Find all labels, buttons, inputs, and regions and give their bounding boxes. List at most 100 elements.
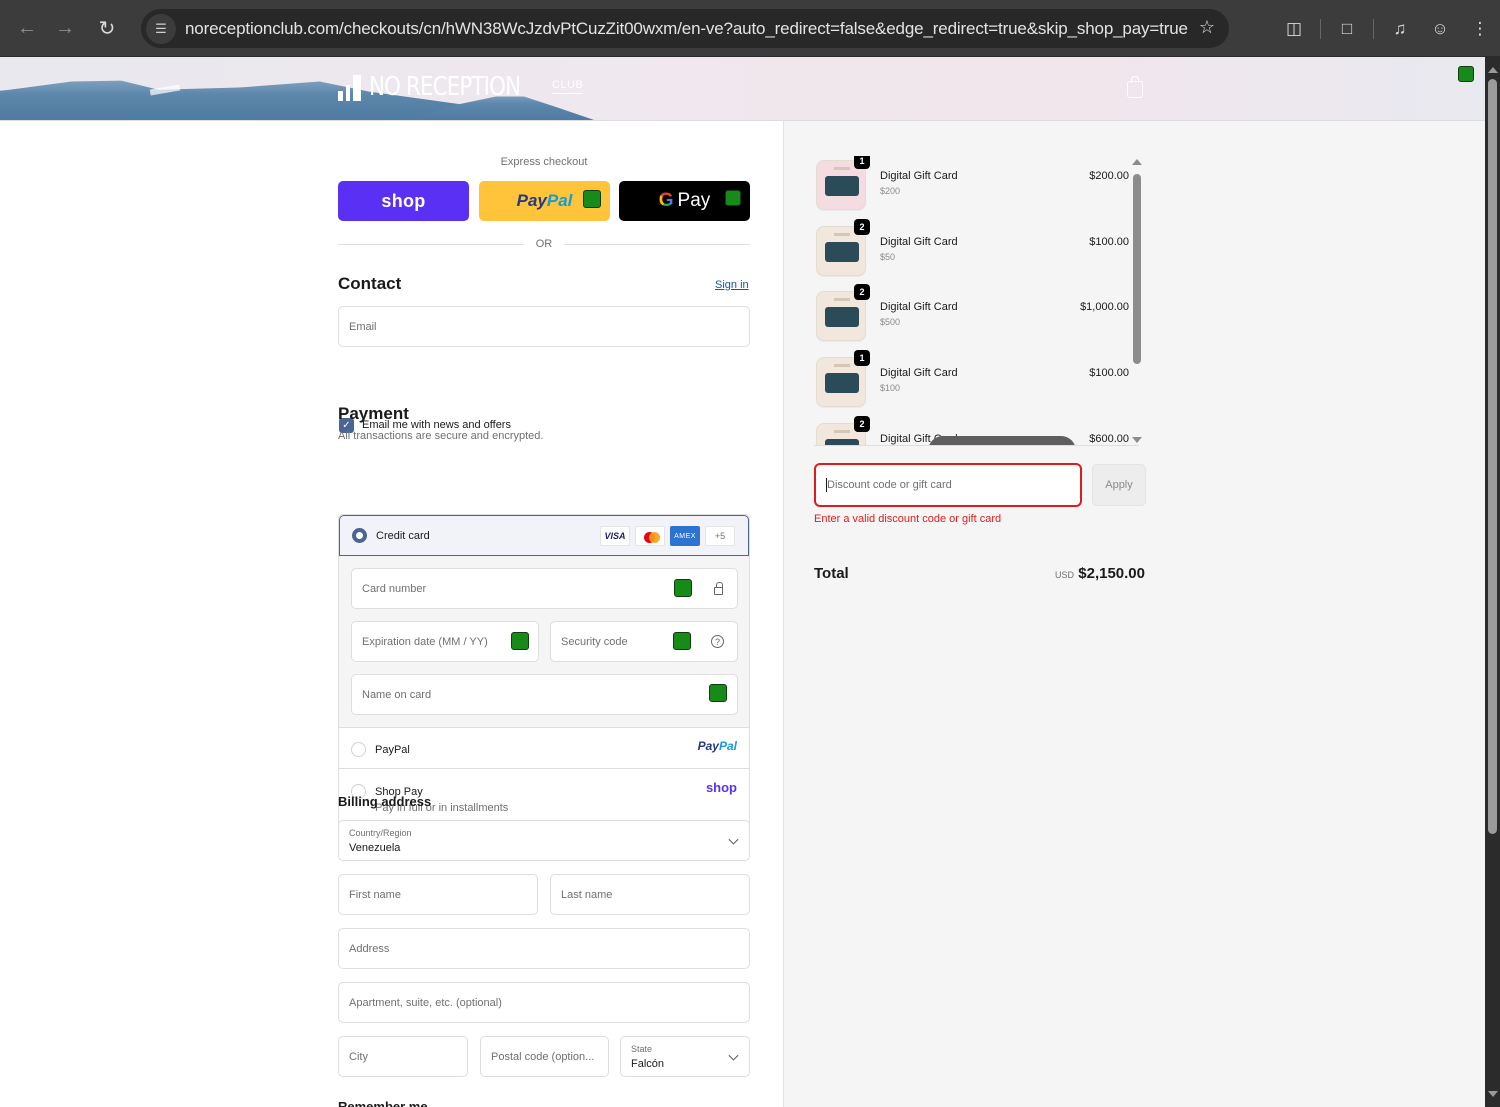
line-item: 1 Digital Gift Card $200 $200.00 xyxy=(814,156,1129,216)
shop-logo: shop xyxy=(705,780,737,795)
payment-subtitle: All transactions are secure and encrypte… xyxy=(338,430,544,442)
sign-in-link[interactable]: Sign in xyxy=(715,279,749,291)
page-scrollbar[interactable] xyxy=(1485,57,1500,1107)
payment-option-paypal[interactable]: PayPal PayPal xyxy=(339,728,749,769)
paypal-logo: PayPal xyxy=(697,739,737,753)
marker-square xyxy=(674,579,692,597)
scroll-thumb[interactable] xyxy=(1133,174,1141,364)
more-brands-badge: +5 xyxy=(705,526,735,546)
name-on-card-field[interactable]: Name on card xyxy=(351,674,738,715)
paypal-radio[interactable] xyxy=(351,742,366,757)
expiry-date-field[interactable]: Expiration date (MM / YY) xyxy=(351,621,539,662)
shop-pay-sub: Pay in full or in installments xyxy=(375,802,509,814)
state-select[interactable]: State Falcón xyxy=(620,1036,750,1077)
city-field[interactable]: City xyxy=(338,1036,468,1077)
shop-logo: shop xyxy=(381,190,426,211)
scroll-for-more-button[interactable]: Scroll for more items ↓ xyxy=(928,436,1076,446)
line-item: 2 Digital Gift Card $500 $1,000.00 xyxy=(814,284,1129,347)
profile-icon[interactable]: ☺ xyxy=(1431,18,1449,38)
forward-arrow-icon[interactable]: → xyxy=(55,16,75,39)
item-price: $100.00 xyxy=(1089,236,1129,248)
site-info-icon[interactable]: ☰ xyxy=(146,13,176,44)
scroll-thumb[interactable] xyxy=(1488,79,1497,834)
last-name-field[interactable]: Last name xyxy=(550,874,750,915)
shopping-bag-icon[interactable] xyxy=(1127,76,1143,98)
extensions-icon[interactable]: ◫ xyxy=(1285,18,1303,38)
product-thumbnail xyxy=(816,226,866,276)
bookmark-star-icon[interactable]: ☆ xyxy=(1198,17,1215,37)
quantity-badge: 2 xyxy=(854,416,870,432)
shop-pay-button[interactable]: shop xyxy=(338,181,469,221)
credit-card-label: Credit card xyxy=(376,530,430,542)
item-price: $1,000.00 xyxy=(1080,301,1129,313)
postal-code-field[interactable]: Postal code (option... xyxy=(480,1036,609,1077)
item-name: Digital Gift Card xyxy=(880,236,958,248)
quantity-badge: 2 xyxy=(854,219,870,235)
store-logo[interactable]: NO RECEPTION CLUB xyxy=(338,72,584,102)
items-scrollbar[interactable] xyxy=(1132,159,1142,443)
payment-option-shop-pay[interactable]: Shop Pay Pay in full or in installments … xyxy=(339,770,749,828)
currency-code: USD xyxy=(1055,570,1075,580)
apply-discount-button[interactable]: Apply xyxy=(1092,464,1146,506)
tab-search-icon[interactable]: □ xyxy=(1341,18,1353,38)
back-arrow-icon[interactable]: ← xyxy=(17,16,37,39)
google-pay-button[interactable]: G Pay xyxy=(619,181,750,221)
shop-pay-radio[interactable] xyxy=(351,784,366,799)
remember-me-heading: Remember me xyxy=(338,1099,428,1107)
product-thumbnail xyxy=(816,357,866,407)
url-text[interactable]: noreceptionclub.com/checkouts/cn/hWN38Wc… xyxy=(185,18,1188,38)
order-summary: 1 Digital Gift Card $200 $200.00 2 Digit… xyxy=(783,121,1485,1107)
payment-option-credit-card[interactable]: Credit card VISA AMEX +5 xyxy=(339,515,749,556)
marker-square xyxy=(583,190,601,208)
newsletter-checkbox[interactable]: ✓ xyxy=(339,418,354,433)
marker-square xyxy=(511,632,529,650)
or-divider: OR xyxy=(338,237,750,251)
product-thumbnail xyxy=(816,423,866,445)
discount-error-message: Enter a valid discount code or gift card xyxy=(814,513,1002,525)
help-circle-icon[interactable]: ? xyxy=(711,635,724,648)
marker-square xyxy=(673,632,691,650)
payment-methods: Credit card VISA AMEX +5 Card number Exp… xyxy=(338,514,750,829)
item-variant: $100 xyxy=(880,383,901,393)
reload-icon[interactable]: ↻ xyxy=(98,17,116,40)
scroll-up-arrow-icon[interactable] xyxy=(1488,67,1498,73)
arrow-down-icon: ↓ xyxy=(1054,445,1060,446)
browser-toolbar: ← → ↻ ☰ noreceptionclub.com/checkouts/cn… xyxy=(0,0,1500,57)
paypal-button[interactable]: PayPal xyxy=(479,181,610,221)
scroll-up-arrow-icon[interactable] xyxy=(1132,159,1142,165)
contact-heading: Contact xyxy=(338,274,402,293)
media-controls-icon[interactable]: ♫ xyxy=(1393,18,1407,38)
email-field[interactable]: Email xyxy=(338,306,750,347)
credit-card-fields: Card number Expiration date (MM / YY) Se… xyxy=(339,556,749,728)
item-price: $600.00 xyxy=(1089,433,1129,445)
first-name-field[interactable]: First name xyxy=(338,874,538,915)
line-items-list[interactable]: 1 Digital Gift Card $200 $200.00 2 Digit… xyxy=(814,156,1139,446)
scroll-down-arrow-icon[interactable] xyxy=(1488,1091,1498,1097)
security-code-field[interactable]: Security code ? xyxy=(550,621,738,662)
address-field[interactable]: Address xyxy=(338,928,750,969)
item-price: $200.00 xyxy=(1089,170,1129,182)
item-variant: $500 xyxy=(880,317,901,327)
toolbar-divider xyxy=(1320,18,1321,39)
gpay-label: Pay xyxy=(677,190,711,211)
item-name: Digital Gift Card xyxy=(880,170,958,182)
line-item: 2 Digital Gift Card $50 $100.00 xyxy=(814,219,1129,282)
menu-kebab-icon[interactable]: ⋮ xyxy=(1471,18,1489,38)
credit-card-radio[interactable] xyxy=(352,528,367,543)
card-number-field[interactable]: Card number xyxy=(351,568,738,609)
discount-code-input[interactable]: Discount code or gift card xyxy=(814,463,1082,507)
address-bar[interactable]: ☰ noreceptionclub.com/checkouts/cn/hWN38… xyxy=(141,9,1229,48)
google-g-icon: G xyxy=(658,190,674,211)
item-name: Digital Gift Card xyxy=(880,301,958,313)
amex-icon: AMEX xyxy=(670,526,700,546)
logo-text: NO RECEPTION xyxy=(369,72,521,102)
scroll-down-arrow-icon[interactable] xyxy=(1132,437,1142,443)
apartment-field[interactable]: Apartment, suite, etc. (optional) xyxy=(338,982,750,1023)
line-item: 2 Digital Gift Card $600.00 xyxy=(814,416,1129,445)
quantity-badge: 1 xyxy=(854,350,870,366)
quantity-badge: 1 xyxy=(854,156,870,169)
checkout-form: Express checkout shop PayPal G Pay OR Co… xyxy=(0,121,783,1107)
chevron-down-icon xyxy=(728,834,739,845)
card-brand-icons: VISA AMEX +5 xyxy=(600,526,735,546)
country-select[interactable]: Country/Region Venezuela xyxy=(338,820,750,861)
